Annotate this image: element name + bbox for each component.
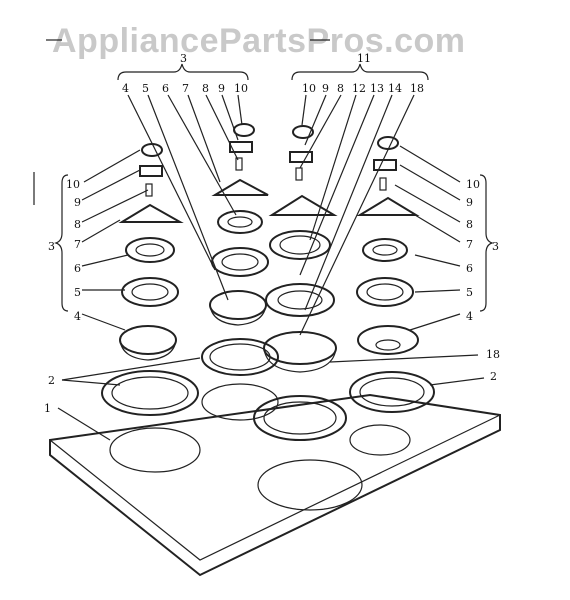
leader-lines [57, 94, 485, 441]
svg-text:8: 8 [337, 82, 344, 95]
svg-text:10: 10 [466, 178, 480, 191]
svg-text:12: 12 [352, 82, 366, 95]
svg-text:9: 9 [218, 82, 225, 95]
svg-text:14: 14 [388, 82, 402, 95]
callouts-top-left: 4 5 6 7 8 9 10 [122, 82, 248, 95]
svg-text:9: 9 [466, 196, 473, 209]
watermark-text: AppliancePartsPros.com [52, 22, 465, 60]
svg-text:5: 5 [142, 82, 149, 95]
svg-text:8: 8 [466, 218, 473, 231]
svg-text:18: 18 [410, 82, 424, 95]
svg-text:10: 10 [234, 82, 248, 95]
svg-text:10: 10 [66, 178, 80, 191]
burner-supports [118, 178, 420, 223]
svg-text:8: 8 [202, 82, 209, 95]
svg-text:9: 9 [322, 82, 329, 95]
callouts-right-side: 10 9 8 7 6 5 4 3 [466, 174, 499, 323]
callout-group-11: 11 [357, 52, 371, 65]
bracket-group-11: 11 [291, 52, 429, 81]
callouts-top-right: 10 9 8 12 13 14 18 [302, 82, 424, 95]
svg-text:6: 6 [74, 262, 81, 275]
svg-text:13: 13 [370, 82, 384, 95]
svg-text:4: 4 [466, 310, 473, 323]
burner-coils [121, 210, 414, 317]
svg-text:5: 5 [74, 286, 81, 299]
callouts-left-side: 10 9 8 7 6 5 4 3 [48, 174, 81, 323]
svg-text:4: 4 [74, 310, 81, 323]
cooktop-frame [49, 383, 501, 577]
svg-text:3: 3 [492, 240, 499, 253]
svg-text:9: 9 [74, 196, 81, 209]
drip-bowls [119, 290, 419, 373]
svg-text:18: 18 [486, 348, 500, 361]
svg-text:7: 7 [466, 238, 473, 251]
callout-group-3: 3 [180, 52, 187, 65]
svg-text:7: 7 [74, 238, 81, 251]
svg-text:2: 2 [490, 370, 497, 383]
svg-text:6: 6 [162, 82, 169, 95]
svg-text:5: 5 [466, 286, 473, 299]
svg-text:8: 8 [74, 218, 81, 231]
svg-text:2: 2 [48, 374, 55, 387]
terminal-blocks-and-caps [139, 123, 399, 197]
bracket-group-3: 3 [117, 52, 249, 81]
svg-text:1: 1 [44, 402, 51, 415]
svg-text:6: 6 [466, 262, 473, 275]
svg-text:10: 10 [302, 82, 316, 95]
callouts-bottom: 2 1 18 2 [44, 348, 500, 415]
svg-text:4: 4 [122, 82, 129, 95]
svg-text:3: 3 [48, 240, 55, 253]
svg-text:7: 7 [182, 82, 189, 95]
